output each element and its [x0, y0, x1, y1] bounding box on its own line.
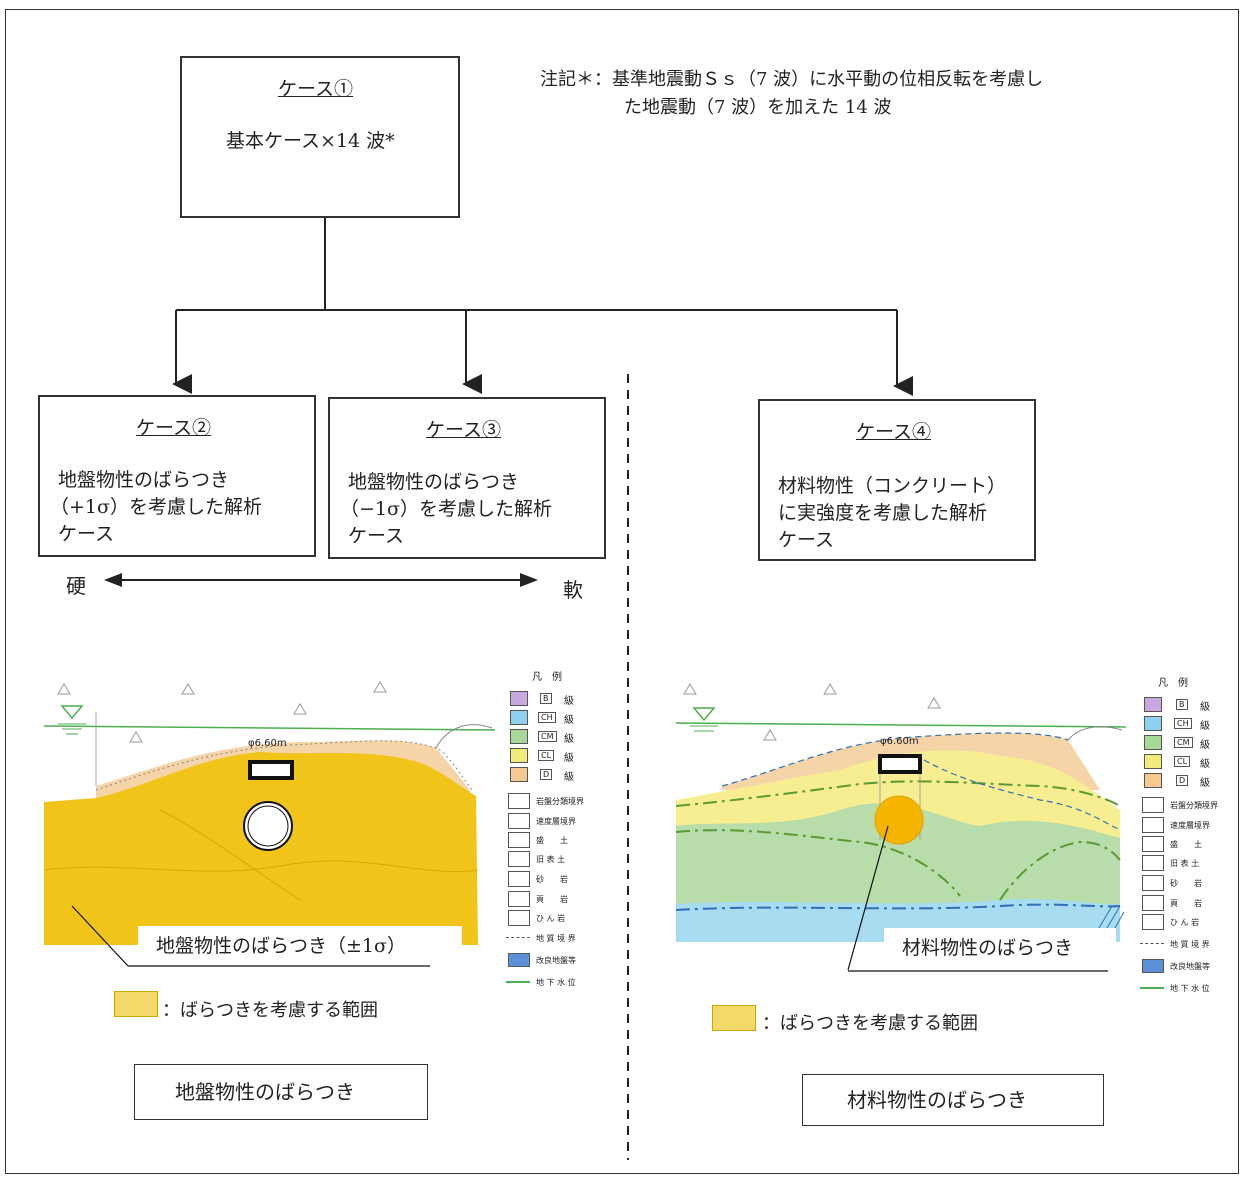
case3-box: ケース③ 地盤物性のばらつき （−1σ）を考慮した解析 ケース [328, 397, 606, 559]
water-level-line [43, 725, 496, 731]
right-pipe-culvert [878, 754, 922, 774]
right-pipe-range-circle [874, 795, 924, 845]
right-range-label: ：ばらつきを考慮する範囲 [762, 1013, 978, 1034]
legend-title: 凡 例 [532, 672, 562, 683]
left-caption-box: 地盤物性のばらつき [134, 1064, 428, 1120]
case1-title: ケース① [278, 78, 354, 100]
hard-label: 硬 [66, 574, 86, 598]
case2-line2: （+1σ）を考慮した解析 [50, 496, 262, 518]
case4-box: ケース④ 材料物性（コンクリート） に実強度を考慮した解析 ケース [758, 399, 1036, 561]
right-range-swatch [712, 1005, 756, 1031]
right-caption: 材料物性のばらつき [847, 1088, 1027, 1112]
left-callout: 地盤物性のばらつき（±1σ） [138, 926, 462, 962]
case2-title: ケース② [136, 417, 212, 439]
soft-label: 軟 [563, 578, 583, 602]
page-frame [5, 9, 1239, 1174]
note-line2: た地震動（7 波）を加えた 14 波 [624, 97, 892, 118]
note-line1: 注記＊：基準地震動Ｓｓ（7 波）に水平動の位相反転を考慮し [540, 69, 1044, 90]
case2-line1: 地盤物性のばらつき [58, 469, 230, 491]
left-pipe-circle [243, 801, 293, 851]
case4-line2: に実強度を考慮した解析 [778, 502, 988, 524]
right-pipe-label: φ6.60m [880, 736, 919, 747]
water-level-line-right [675, 722, 1127, 728]
right-caption-box: 材料物性のばらつき [802, 1074, 1104, 1126]
left-range-swatch [114, 991, 158, 1017]
case4-line3: ケース [778, 529, 835, 551]
case4-title: ケース④ [856, 421, 932, 443]
left-pipe-culvert [248, 760, 294, 780]
left-range-label: ：ばらつきを考慮する範囲 [162, 1000, 378, 1021]
case3-line1: 地盤物性のばらつき [348, 471, 520, 493]
case1-box: ケース① 基本ケース×14 波* [180, 56, 460, 218]
left-caption: 地盤物性のばらつき [175, 1080, 355, 1104]
left-pipe-label: φ6.60m [248, 738, 287, 749]
case4-line1: 材料物性（コンクリート） [778, 475, 1007, 497]
case3-line3: ケース [348, 525, 405, 547]
case2-line3: ケース [58, 523, 115, 545]
case1-body: 基本ケース×14 波* [226, 130, 395, 152]
right-callout: 材料物性のばらつき [884, 928, 1116, 966]
case3-line2: （−1σ）を考慮した解析 [340, 498, 552, 520]
case3-title: ケース③ [426, 419, 502, 441]
case2-box: ケース② 地盤物性のばらつき （+1σ）を考慮した解析 ケース [38, 395, 316, 557]
